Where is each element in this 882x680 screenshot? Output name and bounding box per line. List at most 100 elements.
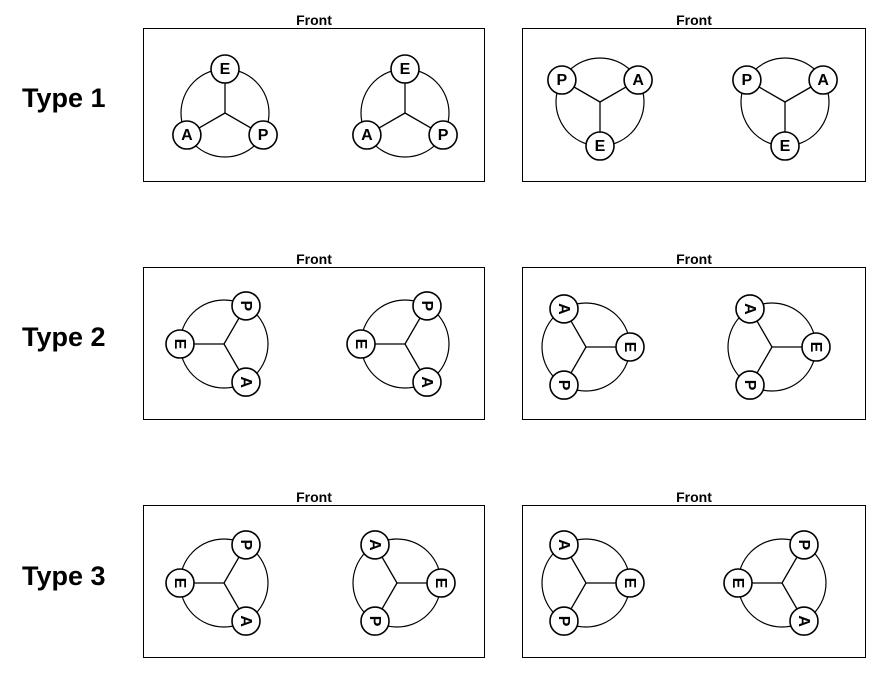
trefoil-diagram: E P A (346, 291, 450, 397)
node-bubble (412, 367, 442, 397)
front-label: Front (676, 251, 712, 267)
trefoil-diagram: EPA (165, 291, 269, 397)
trefoil-diagram: P A E (547, 57, 653, 161)
node-letter: P (237, 540, 254, 551)
node-letter: P (741, 380, 758, 391)
node-bubble (390, 54, 420, 84)
node-e: E (346, 329, 376, 359)
node-letter: P (795, 540, 812, 551)
node-e: E (165, 329, 195, 359)
node-a: A (549, 294, 579, 324)
node-bubble (231, 606, 261, 636)
node-letter: A (418, 376, 435, 388)
node-letter: A (237, 615, 254, 627)
node-bubble (723, 568, 753, 598)
trefoil-diagram: A E P (541, 294, 645, 400)
node-bubble (428, 120, 458, 150)
node-bubble (789, 530, 819, 560)
node-letter: A (741, 303, 758, 315)
node-a: A (808, 65, 838, 95)
trefoil-diagram: A E P (541, 530, 645, 636)
front-label: Front (296, 489, 332, 505)
node-bubble (770, 131, 800, 161)
node-letter: A (555, 539, 572, 551)
node-bubble (248, 120, 278, 150)
node-a: A (412, 367, 442, 397)
node-letter: P (438, 127, 449, 144)
node-bubble (231, 530, 261, 560)
node-bubble (549, 530, 579, 560)
trefoil-diagram: E A P (172, 54, 278, 158)
node-letter: E (595, 138, 606, 155)
node-bubble (735, 294, 765, 324)
node-letter: A (555, 303, 572, 315)
node-e: E (585, 131, 615, 161)
node-bubble (165, 568, 195, 598)
row-label-type-3: Type 3 (22, 561, 106, 591)
node-a: A (231, 606, 261, 636)
node-letter: A (361, 127, 373, 144)
node-p: P (732, 65, 762, 95)
node-p: P (412, 291, 442, 321)
node-bubble (808, 65, 838, 95)
node-bubble (547, 65, 577, 95)
trefoil-diagram: A E P (727, 294, 831, 400)
trefoil-diagram: E P A (165, 530, 269, 636)
node-letter: A (181, 127, 193, 144)
node-p: P (547, 65, 577, 95)
trefoil-diagram: P A E (732, 57, 838, 161)
node-letter: E (621, 342, 638, 353)
diagram-panel (522, 28, 866, 182)
node-letter: P (742, 72, 753, 89)
node-bubble (549, 294, 579, 324)
node-bubble (585, 131, 615, 161)
node-letter: P (258, 127, 269, 144)
node-bubble (735, 370, 765, 400)
node-letter: E (400, 61, 411, 78)
node-bubble (549, 606, 579, 636)
node-bubble (346, 329, 376, 359)
front-label: Front (296, 12, 332, 28)
node-p: P (789, 530, 819, 560)
node-e: E (801, 332, 831, 362)
front-label: Front (296, 251, 332, 267)
node-p: P (549, 606, 579, 636)
trefoil-diagram: EPA (723, 530, 827, 636)
node-e: E (390, 54, 420, 84)
row-label-type-1: Type 1 (22, 83, 106, 113)
node-letter: E (780, 138, 791, 155)
front-label: Front (676, 489, 712, 505)
node-a: A (172, 120, 202, 150)
node-p: P (735, 370, 765, 400)
node-a: A (360, 530, 390, 560)
trefoil-diagram: E A P (352, 54, 458, 158)
node-letter: A (795, 615, 812, 627)
node-letter: E (171, 578, 188, 589)
node-a: A (623, 65, 653, 95)
node-bubble (789, 606, 819, 636)
node-bubble (352, 120, 382, 150)
node-p: P (231, 530, 261, 560)
node-e: E (165, 568, 195, 598)
node-e: E (210, 54, 240, 84)
node-p: P (428, 120, 458, 150)
diagram-panel (143, 28, 485, 182)
node-letter: P (555, 616, 572, 627)
node-bubble (360, 606, 390, 636)
node-bubble (231, 291, 261, 321)
node-letter: P (555, 380, 572, 391)
node-e: E (770, 131, 800, 161)
node-a: A (549, 530, 579, 560)
node-bubble (210, 54, 240, 84)
node-letter: A (366, 539, 383, 551)
node-bubble (801, 332, 831, 362)
node-bubble (615, 332, 645, 362)
node-letter: P (418, 301, 435, 312)
node-letter: E (220, 61, 231, 78)
node-bubble (172, 120, 202, 150)
node-letter: E (621, 578, 638, 589)
node-e: E (615, 568, 645, 598)
node-letter: E (352, 339, 369, 350)
node-letter: A (237, 376, 254, 388)
